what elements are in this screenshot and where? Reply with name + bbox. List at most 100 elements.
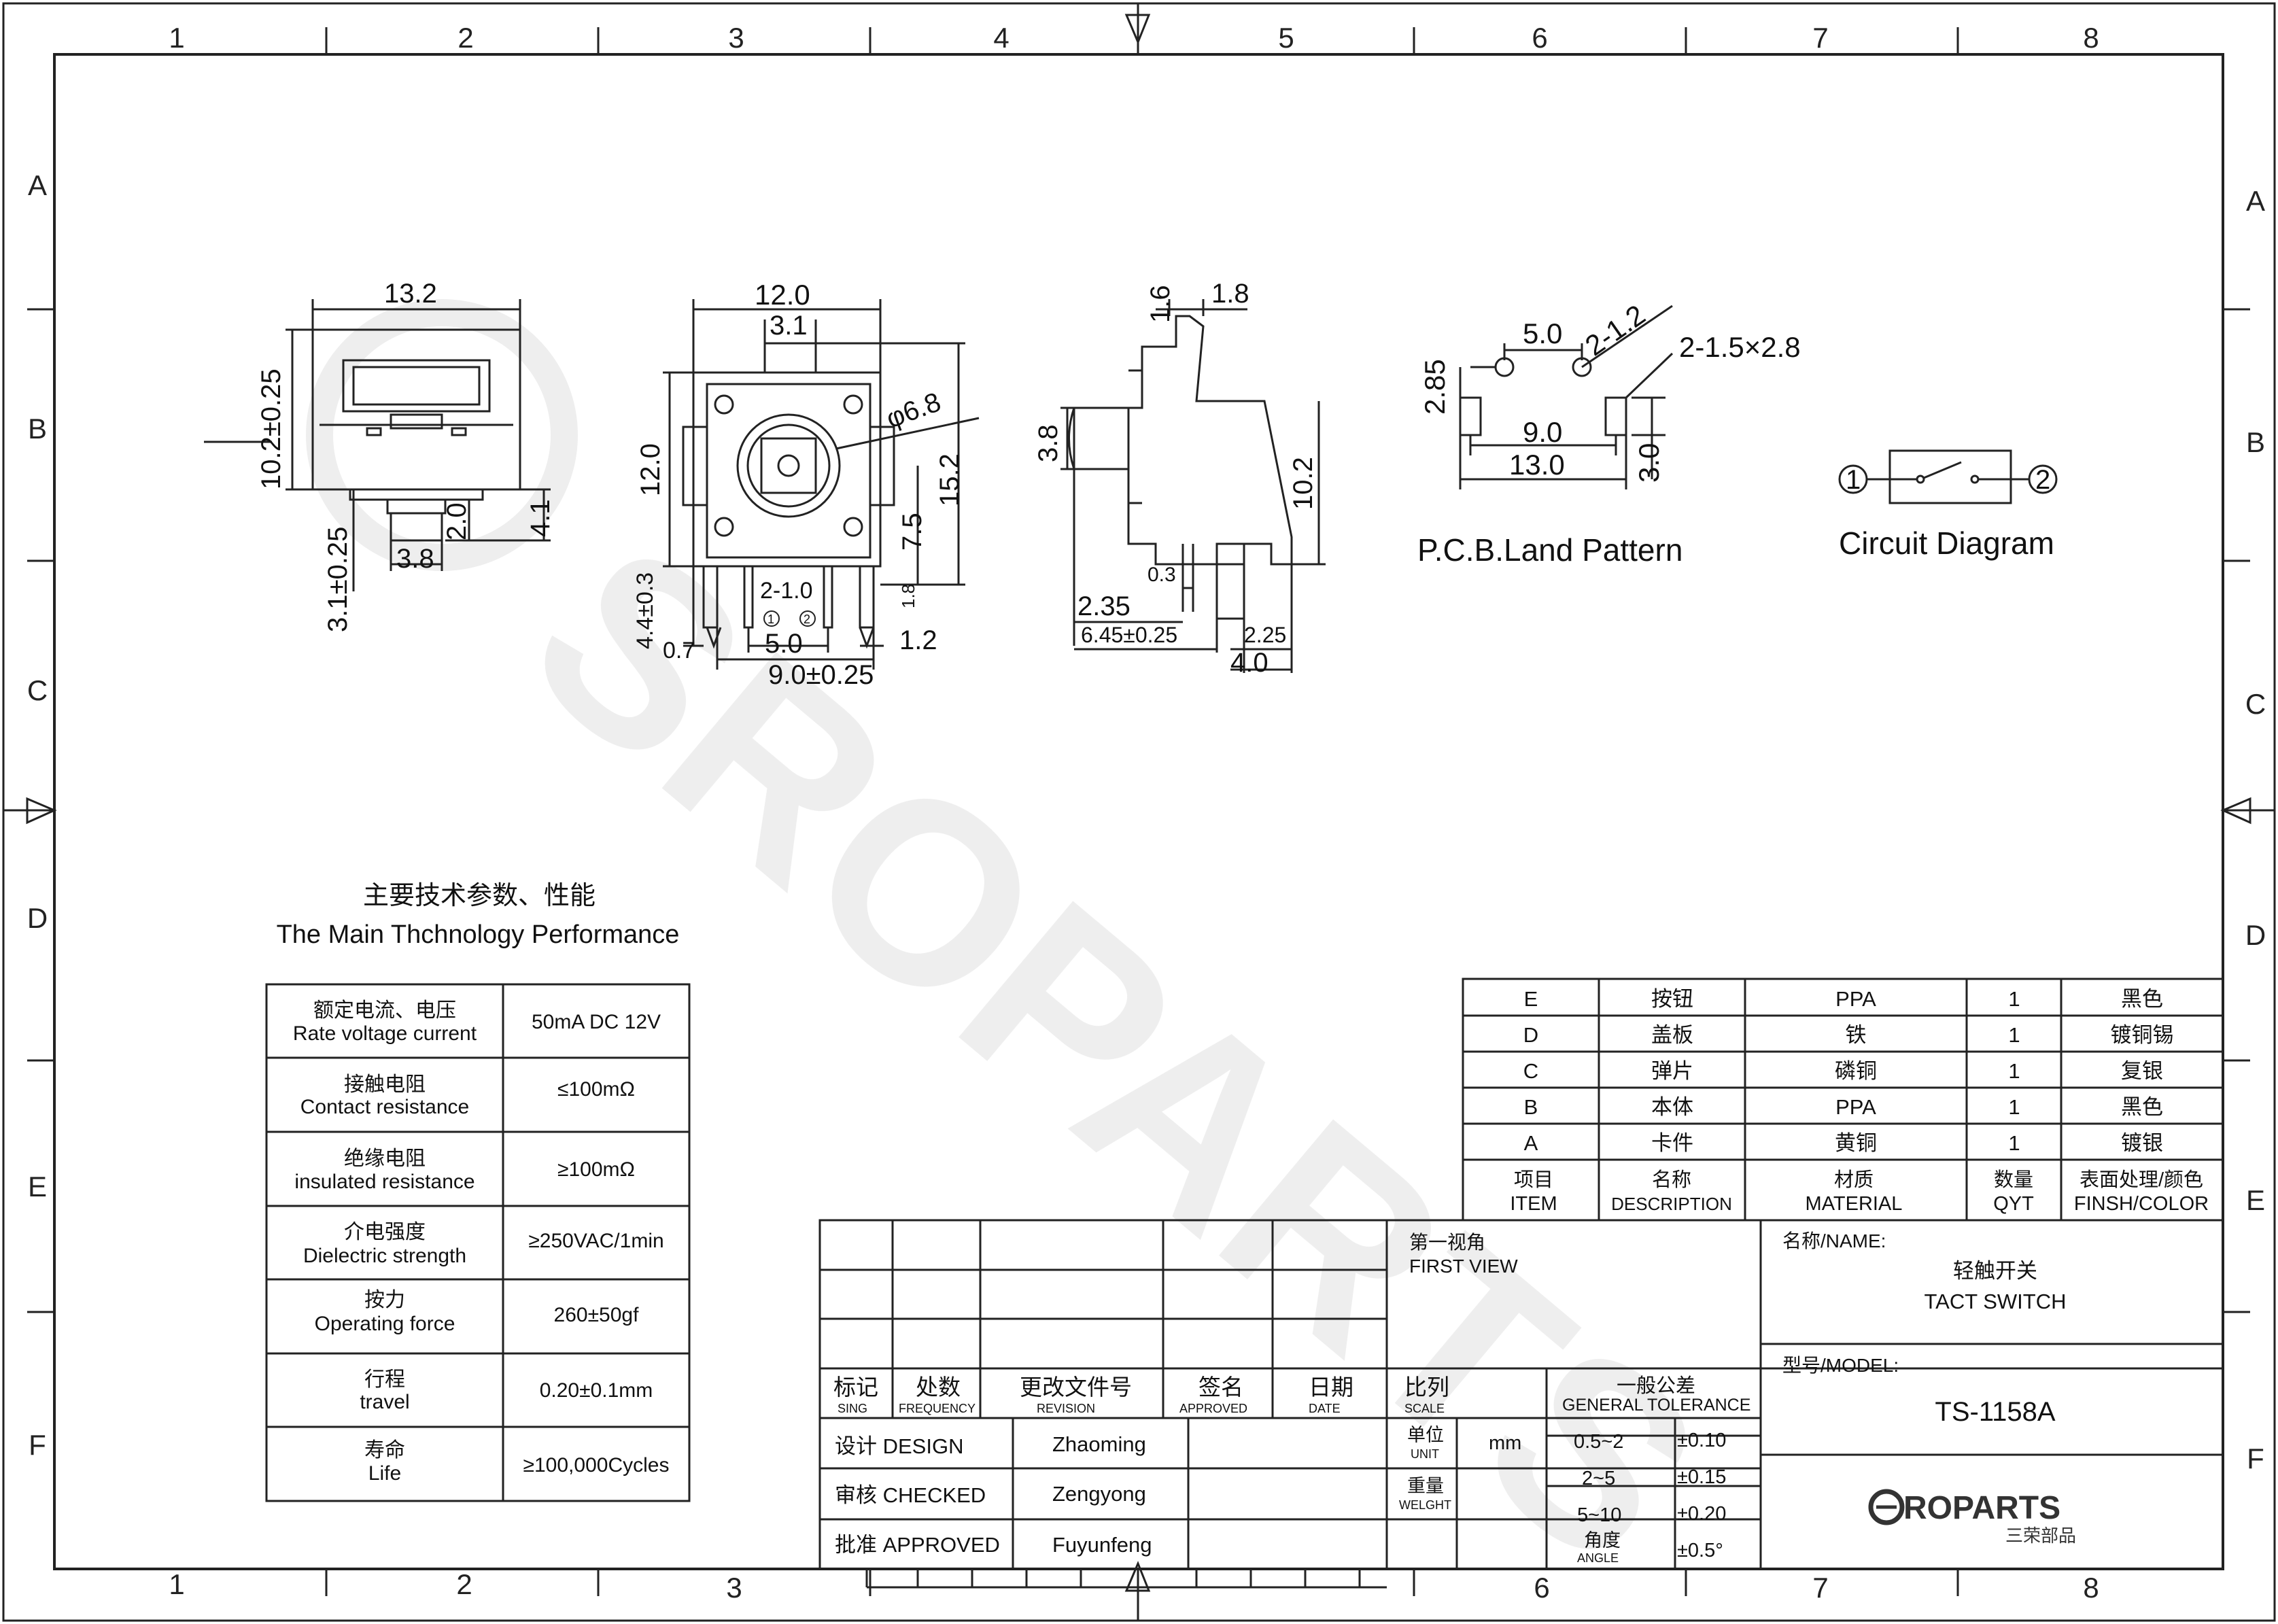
unit-cn: 单位 — [1407, 1425, 1444, 1445]
side-view-dims: 1.6 1.8 3.8 10.2 0.3 2.35 6.45±0.25 2.25… — [1033, 279, 1318, 678]
col-label-bottom: 6 — [1534, 1572, 1549, 1604]
rev-header-en: APPROVED — [1179, 1402, 1247, 1415]
scale-cn: 比列 — [1404, 1375, 1449, 1400]
spec-label-en: Operating force — [315, 1313, 455, 1335]
bom-cell: 黑色 — [2121, 987, 2163, 1011]
col-label-bottom: 1 — [169, 1568, 184, 1600]
centering-marks — [3, 3, 2275, 1621]
tolerance-value: ±0.10 — [1677, 1430, 1726, 1451]
signoff-label: 批准 APPROVED — [835, 1533, 1000, 1557]
row-label-left: C — [27, 674, 48, 706]
col-label-top: 5 — [1278, 22, 1294, 54]
spec-value: 260±50gf — [554, 1304, 640, 1326]
bom-cell: 1 — [2008, 1095, 2020, 1119]
bom-header-cn: 名称 — [1652, 1169, 1691, 1191]
bom-cell: PPA — [1835, 987, 1876, 1011]
dim-label: 2.85 — [1419, 359, 1451, 415]
rev-header-en: DATE — [1309, 1402, 1341, 1415]
bom-cell: 镀铜锡 — [2111, 1023, 2174, 1047]
rev-header-cn: 签名 — [1198, 1375, 1243, 1400]
tolerance-value: ±0.20 — [1677, 1503, 1726, 1525]
bom-cell: 1 — [2008, 1023, 2020, 1047]
dim-label: 7.5 — [897, 513, 927, 551]
bom-cell: 盖板 — [1651, 1023, 1693, 1047]
row-label-left: D — [27, 902, 48, 934]
title-block — [818, 1219, 2224, 1589]
unit-value: mm — [1489, 1432, 1521, 1454]
bom-cell: 本体 — [1651, 1095, 1693, 1119]
bom-header-cn: 表面处理/颜色 — [2079, 1169, 2203, 1191]
row-label-left: A — [28, 169, 47, 201]
bom-cell: 铁 — [1846, 1023, 1867, 1047]
dim-label: 0.7 — [663, 638, 695, 663]
bom-cell: 磷铜 — [1835, 1059, 1877, 1083]
col-label-top: 6 — [1532, 22, 1547, 54]
dim-label: 10.2±0.25 — [256, 368, 286, 489]
first-view-en: FIRST VIEW — [1409, 1256, 1518, 1277]
pcb-dims: 5.0 2-1.2 2-1.5×2.8 2.85 9.0 13.0 3.0 P.… — [1417, 298, 1801, 568]
pcb-land-pattern — [1459, 305, 1674, 489]
dim-label: 3.8 — [1033, 424, 1063, 462]
spec-label-en: travel — [360, 1391, 409, 1413]
logo-mark — [1868, 1489, 1905, 1525]
bom-header-cn: 材质 — [1834, 1169, 1874, 1191]
bom-header-en: FINSH/COLOR — [2074, 1193, 2209, 1215]
spec-value: 50mA DC 12V — [532, 1011, 661, 1033]
bom-cell: 1 — [2008, 1059, 2020, 1083]
spec-value: ≤100mΩ — [557, 1078, 635, 1101]
col-label-bottom: 7 — [1812, 1572, 1828, 1604]
row-label-left: E — [28, 1171, 47, 1203]
bom-header-en: QYT — [1993, 1193, 2034, 1215]
side-view — [1060, 299, 1326, 673]
pcb-caption: P.C.B.Land Pattern — [1417, 532, 1682, 568]
row-label-right: F — [2247, 1442, 2264, 1474]
spec-label-cn: 绝缘电阻 — [344, 1147, 426, 1170]
tolerance-range: 2~5 — [1582, 1468, 1615, 1489]
weight-en: WELGHT — [1399, 1498, 1451, 1512]
tolerance-range: 0.5~2 — [1574, 1431, 1623, 1453]
dim-label: 10.2 — [1288, 457, 1318, 510]
tolerance-range-cn: 角度 — [1584, 1530, 1621, 1551]
signoff-name: Fuyunfeng — [1052, 1533, 1152, 1557]
col-label-top: 3 — [728, 22, 744, 54]
row-label-right: E — [2246, 1184, 2265, 1216]
bom-cell: PPA — [1835, 1095, 1876, 1119]
bom-cell: 按钮 — [1651, 987, 1693, 1011]
weight-cn: 重量 — [1407, 1476, 1444, 1496]
tolerance-range-en: ANGLE — [1577, 1551, 1619, 1565]
spec-value: ≥100,000Cycles — [523, 1454, 670, 1476]
signoff-label: 审核 CHECKED — [835, 1483, 986, 1507]
bom-cell: 卡件 — [1651, 1131, 1693, 1155]
spec-label-cn: 介电强度 — [344, 1221, 426, 1243]
front-view-dims: 13.2 10.2±0.25 3.1±0.25 3.8 2.0 4.1 — [256, 279, 555, 632]
row-label-left: B — [28, 413, 47, 445]
dim-label: 1.8 — [1211, 279, 1249, 309]
signoff-name: Zengyong — [1052, 1482, 1146, 1506]
col-label-top: 1 — [169, 22, 184, 54]
dim-label: 1.8 — [898, 584, 918, 608]
spec-label-en: Rate voltage current — [293, 1022, 477, 1045]
bom-header-cn: 项目 — [1514, 1169, 1553, 1191]
dim-label: 3.1 — [770, 311, 808, 341]
tolerance-cn: 一般公差 — [1617, 1375, 1695, 1397]
dim-label: 15.2 — [935, 453, 965, 506]
dim-label: 2.0 — [442, 502, 472, 540]
rev-header-en: SING — [838, 1402, 867, 1415]
bom-cell: 1 — [2008, 1131, 2020, 1155]
bom-header-en: ITEM — [1510, 1193, 1557, 1215]
tolerance-en: GENERAL TOLERANCE — [1562, 1396, 1750, 1415]
dim-label: 13.0 — [1509, 449, 1565, 481]
spec-label-cn: 行程 — [364, 1368, 405, 1391]
signoff-name: Zhaoming — [1052, 1432, 1146, 1456]
pin-number: 2 — [804, 612, 810, 626]
bom-table — [1462, 978, 2224, 1222]
spec-table-title: 主要技术参数、性能 The Main Thchnology Performanc… — [277, 882, 680, 949]
tolerance-value: ±0.5° — [1677, 1540, 1723, 1561]
col-label-top: 4 — [993, 22, 1009, 54]
pin-marker — [763, 610, 780, 627]
bom-cell: C — [1523, 1059, 1538, 1083]
name-label: 名称/NAME: — [1782, 1230, 1886, 1251]
bom-cell: 弹片 — [1651, 1059, 1693, 1083]
tolerance-value: ±0.15 — [1677, 1466, 1726, 1488]
